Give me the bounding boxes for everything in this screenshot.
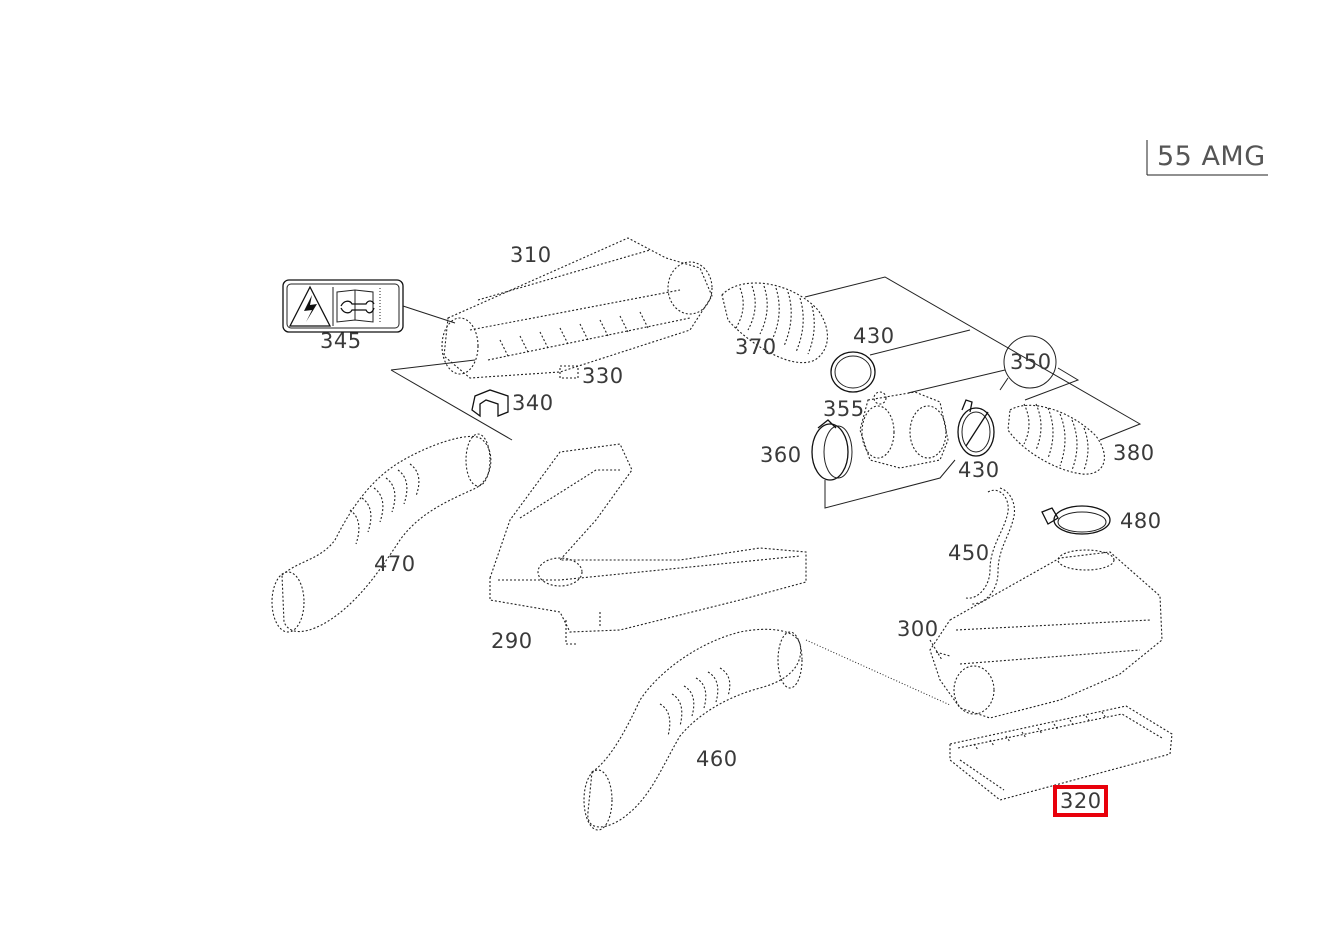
air-guide-290[interactable] bbox=[489, 443, 807, 645]
leader-lines-350 bbox=[804, 276, 1142, 509]
clip-330[interactable] bbox=[559, 365, 579, 379]
intake-housing-310[interactable] bbox=[441, 237, 713, 379]
label-300[interactable]: 300 bbox=[897, 617, 939, 641]
bracket-340[interactable] bbox=[390, 359, 513, 441]
hose-clamp-430-upper[interactable] bbox=[830, 351, 876, 393]
label-380[interactable]: 380 bbox=[1113, 441, 1155, 465]
label-460[interactable]: 460 bbox=[696, 747, 738, 771]
hose-clamp-430-lower[interactable] bbox=[957, 399, 995, 457]
electrical-warning-icon bbox=[288, 285, 332, 327]
part-labels: 310 345 330 340 370 430 350 355 360 430 … bbox=[320, 243, 1162, 813]
label-330[interactable]: 330 bbox=[582, 364, 624, 388]
label-430-upper[interactable]: 430 bbox=[853, 324, 895, 348]
label-470[interactable]: 470 bbox=[374, 552, 416, 576]
bellows-380[interactable] bbox=[1007, 403, 1105, 475]
label-430-lower[interactable]: 430 bbox=[958, 458, 1000, 482]
air-filter-housing-300[interactable] bbox=[929, 549, 1163, 719]
bellows-hose-370[interactable] bbox=[721, 282, 828, 364]
label-355[interactable]: 355 bbox=[823, 397, 865, 421]
variant-badge-text: 55 AMG bbox=[1157, 141, 1266, 172]
clamp-360[interactable] bbox=[811, 419, 853, 481]
label-345[interactable]: 345 bbox=[320, 329, 362, 353]
label-360[interactable]: 360 bbox=[760, 443, 802, 467]
label-320[interactable]: 320 bbox=[1060, 789, 1102, 813]
clamp-480[interactable] bbox=[1041, 505, 1111, 535]
label-370[interactable]: 370 bbox=[735, 335, 777, 359]
service-manual-icon bbox=[336, 289, 375, 323]
label-340[interactable]: 340 bbox=[512, 391, 554, 415]
mass-airflow-sensor-355[interactable] bbox=[859, 391, 949, 469]
label-310[interactable]: 310 bbox=[510, 243, 552, 267]
label-450[interactable]: 450 bbox=[948, 541, 990, 565]
warning-decal-345[interactable] bbox=[282, 279, 456, 333]
highlight-box-320 bbox=[1053, 785, 1108, 817]
intake-duct-470[interactable] bbox=[271, 433, 492, 633]
filter-element-320[interactable] bbox=[949, 705, 1173, 801]
variant-badge: 55 AMG bbox=[1146, 140, 1268, 176]
label-350[interactable]: 350 bbox=[1010, 350, 1052, 374]
intake-duct-460[interactable] bbox=[583, 628, 951, 831]
hose-450[interactable] bbox=[965, 487, 1016, 605]
label-290[interactable]: 290 bbox=[491, 629, 533, 653]
label-480[interactable]: 480 bbox=[1120, 509, 1162, 533]
